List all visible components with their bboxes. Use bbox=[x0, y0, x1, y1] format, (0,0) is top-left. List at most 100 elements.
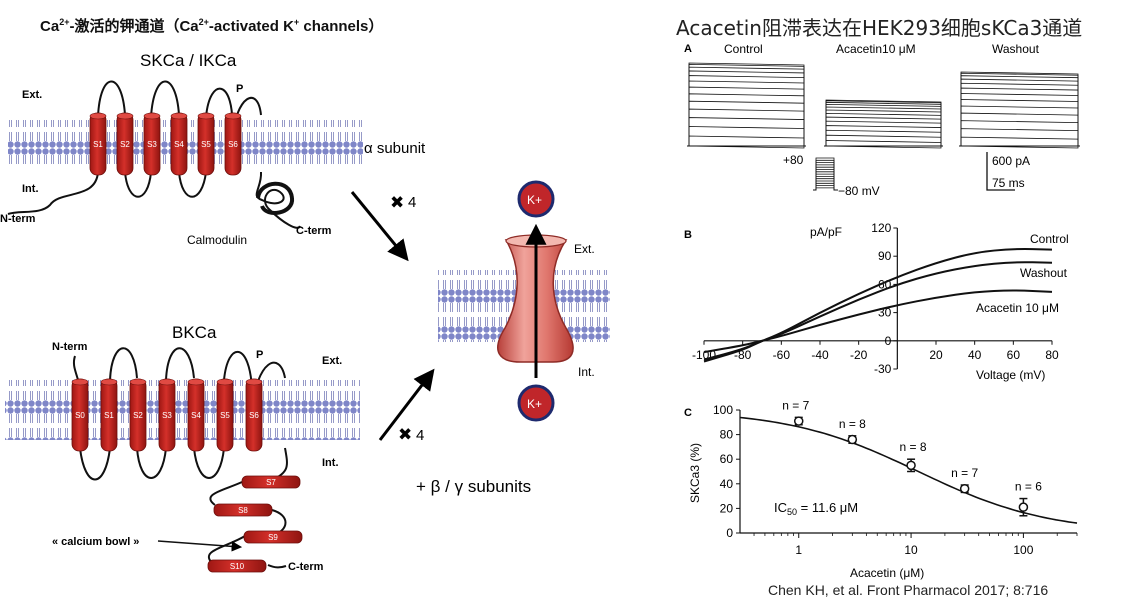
skca-nterm-label: N-term bbox=[0, 213, 36, 225]
trace-sweep bbox=[825, 129, 942, 146]
trace-sweep bbox=[688, 135, 805, 146]
times-icon-bottom: ✖ bbox=[398, 425, 412, 444]
iv-y-tick-label: 90 bbox=[878, 249, 892, 263]
panel-c-x-label: Acacetin (μM) bbox=[850, 566, 924, 580]
series-label-washout: Washout bbox=[1020, 266, 1068, 280]
panel-b-y-unit: pA/pF bbox=[810, 225, 842, 239]
bkca-cyto-helix-s10: S10 bbox=[207, 559, 267, 573]
bkca-cterm-label: C-term bbox=[288, 561, 324, 573]
bkca-pore-label: P bbox=[256, 349, 263, 361]
iv-x-tick-label: -40 bbox=[811, 348, 829, 362]
cr-x-tick-label: 10 bbox=[904, 543, 918, 557]
bkca-loop-s2s3 bbox=[136, 447, 167, 479]
bkca-helix-s0: S0 bbox=[71, 378, 89, 452]
skca-helix-s3: S3 bbox=[143, 112, 161, 176]
iv-y-tick-label: -30 bbox=[874, 362, 892, 376]
cr-x-tick-label: 100 bbox=[1013, 543, 1033, 557]
left-title: Ca2+-激活的钾通道（Ca2+-activated K+ channels） bbox=[40, 17, 384, 35]
traces-washout bbox=[959, 71, 1080, 149]
voltage-protocol bbox=[813, 157, 838, 191]
assembly-ext-label: Ext. bbox=[574, 242, 595, 256]
skca-helix-label: S2 bbox=[120, 140, 130, 149]
panel-c-letter: C bbox=[684, 407, 692, 419]
cr-y-tick-label: 20 bbox=[720, 501, 734, 515]
bkca-helix-s2: S2 bbox=[129, 378, 147, 452]
citation: Chen KH, et al. Front Pharmacol 2017; 8:… bbox=[768, 582, 1049, 598]
skca-int-label: Int. bbox=[22, 183, 39, 195]
skca-helix-s5: S5 bbox=[197, 112, 215, 176]
traces-acacetin bbox=[824, 99, 943, 149]
bkca-helix-label: S6 bbox=[249, 411, 259, 420]
bkca-cyto-helix-s9: S9 bbox=[243, 530, 303, 544]
calmodulin-shape bbox=[256, 181, 294, 215]
bkca-helix-label: S1 bbox=[104, 411, 114, 420]
cond-acacetin-label: Acacetin10 μM bbox=[836, 42, 916, 56]
iv-y-tick-label: 120 bbox=[871, 221, 891, 235]
cr-n-label: n = 8 bbox=[900, 440, 927, 454]
skca-helix-s2: S2 bbox=[116, 112, 134, 176]
bkca-helix-s6: S6 bbox=[245, 378, 263, 452]
panel-c-y-label: SKCa3 (%) bbox=[688, 443, 702, 503]
bkca-helix-label: S4 bbox=[191, 411, 201, 420]
times-icon-top: ✖ bbox=[390, 193, 404, 212]
cond-washout-label: Washout bbox=[992, 42, 1040, 56]
iv-x-tick-label: 60 bbox=[1007, 348, 1021, 362]
times4-top: 4 bbox=[408, 194, 416, 211]
cr-y-tick-label: 80 bbox=[720, 428, 734, 442]
cr-n-label: n = 8 bbox=[839, 417, 866, 431]
times4-bottom: 4 bbox=[416, 427, 424, 444]
iv-curves bbox=[703, 248, 1053, 363]
right-title: Acacetin阻滞表达在HEK293细胞sKCa3通道 bbox=[676, 16, 1083, 40]
panel-b-letter: B bbox=[684, 229, 692, 241]
bkca-cyto-helix-label: S7 bbox=[266, 478, 276, 487]
trace-sweep bbox=[688, 66, 805, 146]
trace-sweep bbox=[960, 105, 1079, 146]
skca-cterm-label: C-term bbox=[296, 225, 332, 237]
bkca-helix-s5: S5 bbox=[216, 378, 234, 452]
cr-n-label: n = 7 bbox=[951, 466, 978, 480]
bkca-s9s10-link bbox=[208, 535, 246, 564]
bkca-membrane bbox=[5, 380, 360, 440]
trace-sweep bbox=[960, 120, 1079, 146]
k-ion-top-label: K+ bbox=[527, 193, 542, 207]
cond-control-label: Control bbox=[724, 42, 763, 56]
calcium-bowl-label: « calcium bowl » bbox=[52, 536, 139, 548]
k-ion-bottom-label: K+ bbox=[527, 397, 542, 411]
bkca-int-label: Int. bbox=[322, 457, 339, 469]
bkca-loop-s3s4 bbox=[165, 347, 195, 381]
skca-helix-label: S5 bbox=[201, 140, 211, 149]
trace-sweep bbox=[688, 62, 805, 146]
bkca-helix-s4: S4 bbox=[187, 378, 205, 452]
skca-helix-s1: S1 bbox=[89, 112, 107, 176]
cr-y-tick-label: 0 bbox=[726, 526, 733, 540]
panel-b-x-label: Voltage (mV) bbox=[976, 368, 1045, 382]
current-traces bbox=[687, 62, 1080, 149]
cr-n-label: n = 7 bbox=[782, 398, 809, 412]
assembly-schematic: α subunit ✖ 4 ✖ 4 + β / γ subunits K+ K+… bbox=[350, 140, 610, 496]
scale-time-label: 75 ms bbox=[992, 176, 1025, 190]
iv-x-tick-label: 40 bbox=[968, 348, 982, 362]
cr-data-point bbox=[906, 460, 916, 471]
bkca-helix-label: S0 bbox=[75, 411, 85, 420]
panel-c: C SKCa3 (%) Acacetin (μM) IC50 = 11.6 μM… bbox=[684, 398, 1078, 580]
scale-bar bbox=[986, 152, 1015, 191]
iv-y-tick-label: 0 bbox=[885, 334, 892, 348]
series-label-acacetin: Acacetin 10 μM bbox=[976, 301, 1059, 315]
bkca-helix-label: S5 bbox=[220, 411, 230, 420]
bkca-loop-s0s1 bbox=[79, 447, 111, 481]
cr-plot: n = 7n = 8n = 8n = 7n = 6 bbox=[739, 398, 1078, 524]
iv-series-acacetin-10-m bbox=[703, 289, 1053, 354]
protocol-step bbox=[813, 187, 838, 191]
trace-sweep bbox=[960, 136, 1079, 146]
beta-gamma-label: + β / γ subunits bbox=[416, 477, 531, 496]
trace-sweep bbox=[960, 71, 1079, 146]
bkca-helix-s1: S1 bbox=[100, 378, 118, 452]
calcium-bowl-arrow bbox=[157, 540, 243, 552]
bkca-s7s8-link bbox=[209, 481, 243, 506]
skca-loop-s4s5 bbox=[178, 171, 207, 198]
bkca-nterm-tail bbox=[72, 355, 79, 381]
iv-x-tick-label: -60 bbox=[773, 348, 791, 362]
